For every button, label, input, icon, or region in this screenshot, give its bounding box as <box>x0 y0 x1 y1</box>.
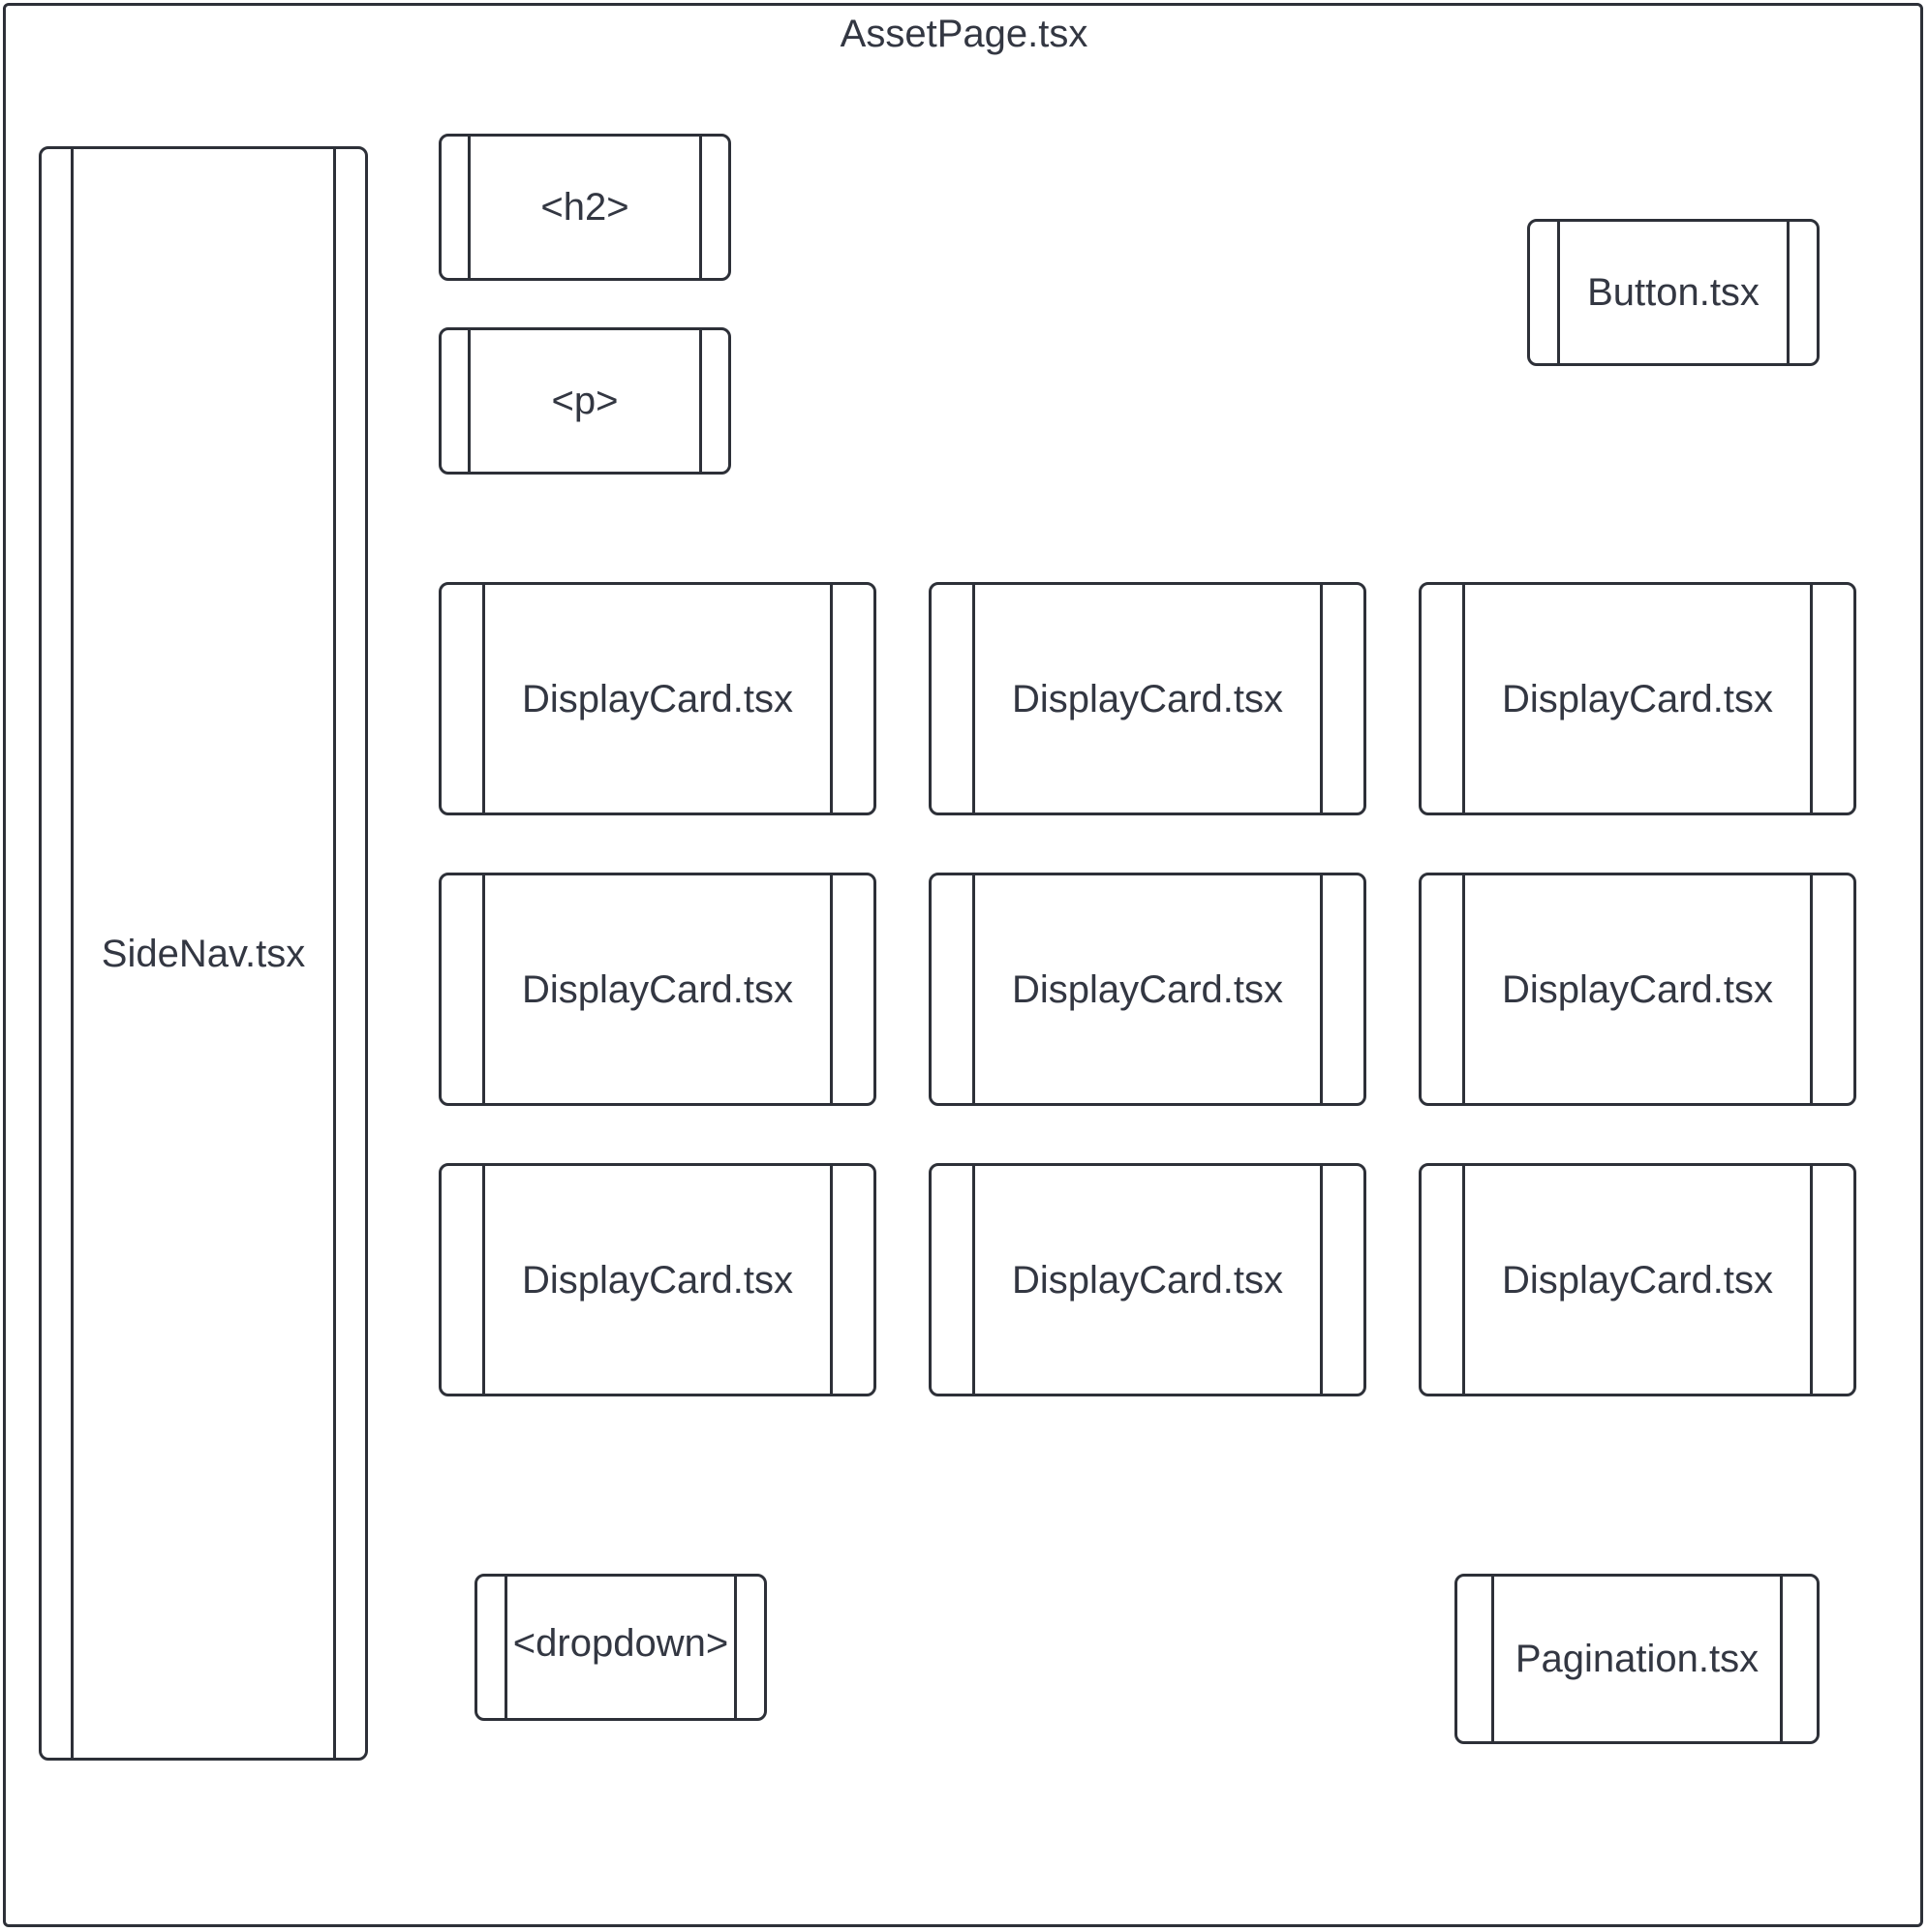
button-label: Button.tsx <box>1587 271 1760 314</box>
pagination-label: Pagination.tsx <box>1515 1638 1760 1680</box>
paragraph-element: <p> <box>439 327 731 475</box>
dropdown-label: <dropdown> <box>512 1622 729 1665</box>
display-card-label: DisplayCard.tsx <box>1501 1258 1774 1302</box>
display-card-label: DisplayCard.tsx <box>521 1258 794 1302</box>
display-card: DisplayCard.tsx <box>439 582 876 815</box>
display-card: DisplayCard.tsx <box>1419 582 1856 815</box>
display-card: DisplayCard.tsx <box>439 873 876 1106</box>
sidenav-label: SideNav.tsx <box>101 932 306 975</box>
sidenav-component: SideNav.tsx <box>39 146 368 1761</box>
asset-page-container <box>3 3 1923 1927</box>
display-card-label: DisplayCard.tsx <box>1501 677 1774 721</box>
heading-label: <h2> <box>540 186 629 229</box>
display-card-label: DisplayCard.tsx <box>1501 967 1774 1011</box>
heading-element: <h2> <box>439 134 731 281</box>
button-component: Button.tsx <box>1527 219 1820 366</box>
display-card-label: DisplayCard.tsx <box>521 677 794 721</box>
display-card: DisplayCard.tsx <box>929 1163 1366 1396</box>
display-card: DisplayCard.tsx <box>929 582 1366 815</box>
display-card: DisplayCard.tsx <box>929 873 1366 1106</box>
display-card-label: DisplayCard.tsx <box>1011 967 1284 1011</box>
display-card-label: DisplayCard.tsx <box>1011 1258 1284 1302</box>
pagination-component: Pagination.tsx <box>1454 1574 1820 1744</box>
display-card: DisplayCard.tsx <box>439 1163 876 1396</box>
display-card-label: DisplayCard.tsx <box>1011 677 1284 721</box>
display-card: DisplayCard.tsx <box>1419 1163 1856 1396</box>
dropdown-element: <dropdown> <box>474 1574 767 1721</box>
asset-page-title: AssetPage.tsx <box>840 13 1088 55</box>
display-card-label: DisplayCard.tsx <box>521 967 794 1011</box>
paragraph-label: <p> <box>551 380 619 422</box>
display-card: DisplayCard.tsx <box>1419 873 1856 1106</box>
